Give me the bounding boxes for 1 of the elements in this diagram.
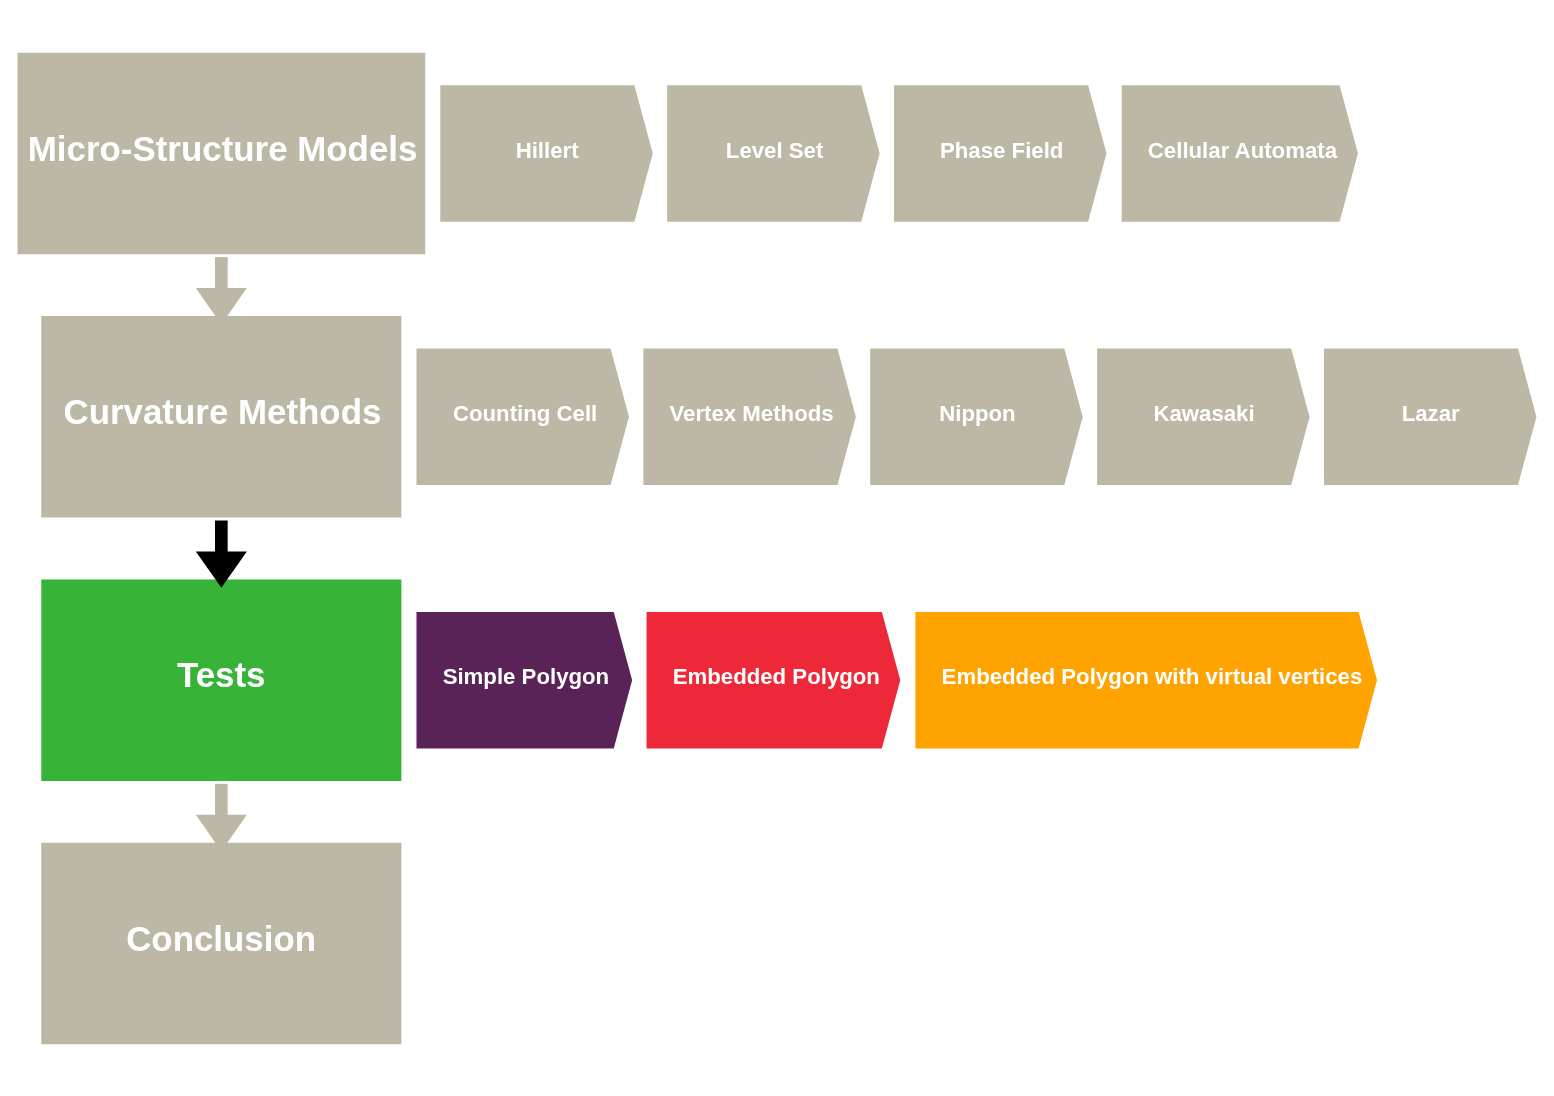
arrow [195,520,247,588]
